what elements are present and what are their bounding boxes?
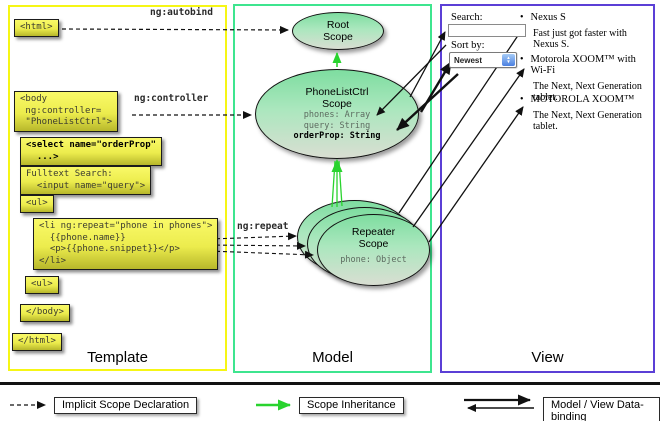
- bullet-icon: •: [520, 94, 524, 105]
- view-column-label: View: [531, 349, 564, 366]
- phonelistctrl-scope-title: PhoneListCtrl Scope: [305, 86, 369, 111]
- phonelistctrl-scope-ellipse: PhoneListCtrl Scope phones: Array query:…: [255, 69, 419, 159]
- code-box-select: <select name="orderProp" ...>: [20, 137, 163, 166]
- phonelistctrl-scope-props: phones: Array query: String: [303, 110, 371, 131]
- code-box-body-close: </body>: [20, 304, 70, 322]
- ng-autobind-label: ng:autobind: [150, 7, 213, 18]
- sort-dropdown[interactable]: Newest ▲▼: [449, 52, 517, 68]
- repeater-scope-title: Repeater Scope: [351, 226, 396, 250]
- model-column: [233, 4, 432, 373]
- root-scope-title: Root Scope: [323, 19, 353, 43]
- code-box-li-repeat: <li ng:repeat="phone in phones"> {{phone…: [33, 218, 219, 270]
- list-item-title: MOTOROLA XOOM™: [530, 94, 635, 105]
- code-box-html-close: </html>: [12, 333, 62, 351]
- legend-binding-arrows: [464, 394, 534, 412]
- sort-dropdown-value: Newest: [454, 55, 483, 65]
- list-item: • MOTOROLA XOOM™ The Next, Next Generatio…: [520, 94, 654, 132]
- list-item: • Nexus S Fast just got faster with Nexus…: [520, 12, 654, 50]
- legend-implicit-scope-box: Implicit Scope Declaration: [54, 397, 198, 414]
- root-scope-ellipse: Root Scope: [292, 12, 384, 50]
- code-box-fulltext-search: Fulltext Search: <input name="query">: [20, 166, 152, 195]
- code-box-html-open: <html>: [14, 19, 59, 37]
- dropdown-stepper-icon: ▲▼: [502, 54, 515, 66]
- list-item-title: Motorola XOOM™ with Wi-Fi: [530, 54, 636, 76]
- repeater-scope-prop: phone: Object: [340, 255, 407, 265]
- repeater-scope-ellipse-front: Repeater Scope phone: Object: [317, 214, 430, 286]
- phonelistctrl-scope-orderprop: orderProp: String: [293, 131, 381, 142]
- list-item-title: Nexus S: [530, 12, 566, 23]
- search-input[interactable]: [448, 24, 526, 37]
- code-box-ul-close: <ul>: [25, 276, 59, 294]
- bullet-icon: •: [520, 12, 524, 23]
- ng-repeat-label: ng:repeat: [237, 221, 289, 232]
- code-box-body-open: <body ng:controller= "PhoneListCtrl">: [14, 91, 119, 132]
- model-column-label: Model: [312, 349, 353, 366]
- code-box-ul-open: <ul>: [20, 195, 54, 213]
- ng-controller-label: ng:controller: [134, 93, 209, 104]
- sort-label: Sort by:: [451, 40, 485, 51]
- template-column-label: Template: [87, 349, 148, 366]
- legend-separator-line: [0, 382, 660, 385]
- bullet-icon: •: [520, 54, 524, 65]
- list-item-desc: The Next, Next Generation tablet.: [533, 110, 642, 132]
- list-item-desc: Fast just got faster with Nexus S.: [533, 28, 627, 50]
- legend-scope-inheritance-box: Scope Inheritance: [299, 397, 404, 414]
- list-item-desc: The Next, Next Generation tablet.: [533, 81, 642, 103]
- legend-data-binding-box: Model / View Data-binding: [543, 397, 660, 421]
- search-label: Search:: [451, 12, 483, 23]
